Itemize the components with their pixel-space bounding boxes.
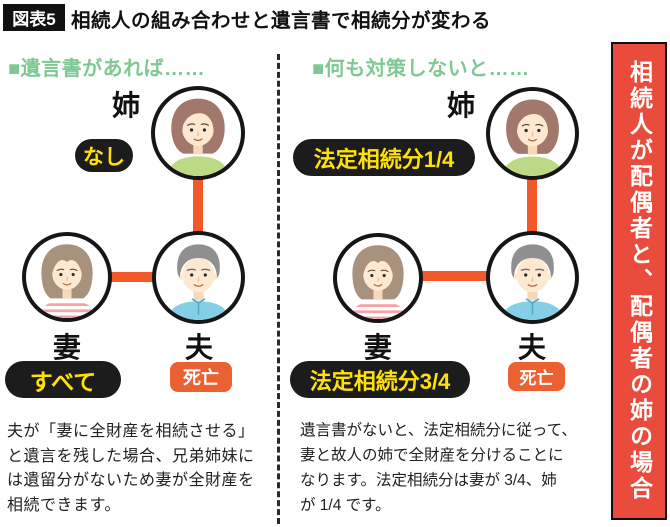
- wife-share-pill: 法定相続分3/4: [290, 361, 470, 398]
- wife-share-pill: すべて: [5, 361, 121, 398]
- husband-avatar-icon: [490, 235, 575, 320]
- husband-deceased-pill: 死亡: [170, 362, 232, 392]
- wife-avatar-icon: [26, 236, 108, 318]
- husband-avatar: [486, 231, 579, 324]
- husband-avatar: [152, 231, 245, 324]
- wife-avatar: [333, 233, 423, 323]
- sister-avatar-icon: [155, 90, 241, 176]
- connector-sister-husband: [527, 176, 537, 236]
- connector-wife-husband: [108, 272, 156, 282]
- husband-deceased-pill: 死亡: [508, 362, 565, 391]
- sister-avatar: [486, 87, 579, 180]
- panel-with-will-description: 夫が「妻に全財産を相続させる」 と遺言を残した場合、兄弟姉妹に は遺留分がないた…: [7, 423, 255, 514]
- wife-avatar: [22, 232, 112, 322]
- husband-avatar-icon: [156, 235, 241, 320]
- page-title: 相続人の組み合わせと遺言書で相続分が変わる: [71, 10, 492, 32]
- connector-wife-husband: [420, 271, 490, 281]
- panel-with-will-header: ■遺言書があれば……: [8, 58, 206, 80]
- wife-avatar-icon: [337, 237, 419, 319]
- panel-divider: [277, 54, 280, 524]
- connector-sister-husband: [193, 176, 203, 236]
- sister-share-pill: なし: [75, 139, 133, 172]
- sister-share-pill: 法定相続分1/4: [293, 139, 475, 176]
- panel-no-measures-header: ■何も対策しないと……: [312, 58, 530, 80]
- husband-name-label: 夫: [185, 332, 214, 363]
- panel-no-measures-description: 遺言書がないと、法定相続分に従って、 妻と故人の姉で全財産を分けることに なりま…: [300, 422, 577, 514]
- sister-name-label: 姉: [447, 90, 476, 121]
- wife-name-label: 妻: [53, 332, 82, 363]
- sister-avatar-icon: [490, 91, 575, 176]
- wife-name-label: 妻: [364, 332, 393, 363]
- side-banner: 相続人が配偶者と、配偶者の姉の場合: [611, 42, 667, 520]
- side-banner-text: 相続人が配偶者と、配偶者の姉の場合: [626, 60, 653, 502]
- husband-name-label: 夫: [518, 332, 547, 363]
- sister-name-label: 姉: [112, 90, 141, 121]
- figure-tag: 図表5: [3, 4, 65, 31]
- sister-avatar: [151, 86, 245, 180]
